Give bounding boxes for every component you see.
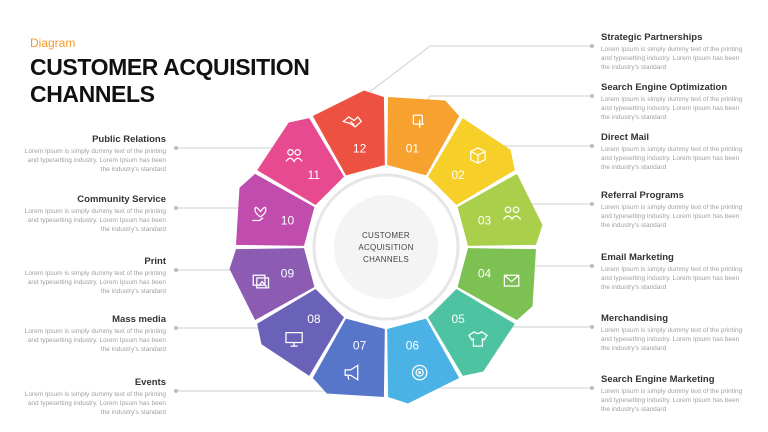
segment-number-02: 02 [451, 168, 465, 182]
connector-06 [423, 385, 592, 389]
connector-dot-07 [174, 389, 178, 393]
segment-number-07: 07 [353, 339, 367, 353]
channel-description: Lorem Ipsum is simply dummy text of the … [601, 96, 743, 121]
segment-01 [387, 97, 460, 176]
channel-title: Search Engine Marketing [601, 374, 715, 385]
center-label-1: CUSTOMER [362, 231, 410, 240]
connector-03 [524, 203, 592, 211]
channel-description: Lorem Ipsum is simply dummy text of the … [601, 46, 743, 71]
channel-description: Lorem Ipsum is simply dummy text of the … [24, 391, 166, 416]
channel-description: Lorem Ipsum is simply dummy text of the … [24, 328, 166, 353]
segment-12 [312, 90, 385, 176]
center-label-3: CHANNELS [363, 255, 409, 264]
connector-dot-04 [590, 264, 594, 268]
channel-title: Public Relations [92, 134, 166, 145]
channel-title: Events [134, 377, 166, 388]
center-label-2: ACQUISITION [358, 243, 413, 252]
segment-05 [427, 288, 515, 376]
channel-description: Lorem Ipsum is simply dummy text of the … [601, 146, 743, 171]
envelope-icon [503, 274, 520, 287]
segment-04 [457, 248, 536, 321]
channel-description: Lorem Ipsum is simply dummy text of the … [601, 266, 743, 291]
channel-title: Email Marketing [601, 252, 674, 263]
segment-number-03: 03 [478, 214, 492, 228]
title-line-2: CHANNELS [30, 81, 155, 107]
connector-dot-03 [590, 202, 594, 206]
channel-title: Mass media [112, 314, 166, 325]
box-icon [470, 147, 486, 164]
tshirt-icon [468, 330, 488, 347]
center-disc [334, 195, 438, 299]
segment-02 [427, 118, 515, 206]
megaphone-icon [344, 364, 359, 381]
connector-dot-11 [174, 146, 178, 150]
hand-heart-icon [252, 206, 267, 222]
pictures-icon [252, 274, 270, 289]
channel-description: Lorem Ipsum is simply dummy text of the … [24, 148, 166, 173]
connector-dot-05 [590, 325, 594, 329]
channel-title: Community Service [77, 194, 166, 205]
channel-description: Lorem Ipsum is simply dummy text of the … [601, 327, 743, 352]
connector-10 [176, 207, 248, 211]
segment-number-06: 06 [406, 339, 420, 353]
channel-description: Lorem Ipsum is simply dummy text of the … [24, 270, 166, 295]
channel-description: Lorem Ipsum is simply dummy text of the … [601, 388, 743, 413]
segment-09 [229, 248, 315, 321]
segment-number-09: 09 [281, 266, 295, 280]
handshake-icon [342, 115, 363, 128]
connector-dot-08 [174, 326, 178, 330]
connector-dot-09 [174, 268, 178, 272]
group-icon [285, 149, 303, 163]
segment-ring: 01 02 03 04 05 06 07 08 09 10 11 12 [229, 90, 543, 404]
segment-03 [457, 173, 543, 246]
click-hand-icon [412, 114, 425, 128]
segment-number-12: 12 [353, 141, 367, 155]
segment-07 [312, 318, 385, 397]
page-title: CUSTOMER ACQUISITION CHANNELS [30, 54, 350, 108]
channel-description: Lorem Ipsum is simply dummy text of the … [24, 208, 166, 233]
connector-04 [524, 265, 592, 285]
channel-description: Lorem Ipsum is simply dummy text of the … [601, 204, 743, 229]
segment-number-01: 01 [406, 141, 420, 155]
connector-dot-12 [590, 44, 594, 48]
channel-title: Referral Programs [601, 190, 684, 201]
diagram-tag: Diagram [30, 36, 76, 50]
segment-number-08: 08 [307, 312, 321, 326]
connector-11 [176, 144, 285, 149]
connector-dot-02 [590, 144, 594, 148]
segment-11 [257, 118, 345, 206]
channel-title: Strategic Partnerships [601, 32, 703, 43]
connector-dot-01 [590, 94, 594, 98]
segment-number-04: 04 [478, 266, 492, 280]
segment-06 [387, 318, 460, 404]
channel-title: Direct Mail [601, 132, 650, 143]
title-line-1: CUSTOMER ACQUISITION [30, 54, 310, 80]
connector-12 [348, 45, 592, 109]
people-icon [502, 206, 522, 221]
target-icon [411, 364, 428, 381]
connector-dot-10 [174, 206, 178, 210]
segment-number-05: 05 [451, 312, 465, 326]
connector-dot-06 [590, 386, 594, 390]
channel-title: Merchandising [601, 313, 669, 324]
channel-title: Print [144, 256, 166, 267]
monitor-icon [285, 331, 303, 347]
segment-10 [236, 173, 315, 246]
segment-number-10: 10 [281, 214, 295, 228]
segment-number-11: 11 [308, 168, 321, 182]
channel-title: Search Engine Optimization [601, 82, 728, 93]
